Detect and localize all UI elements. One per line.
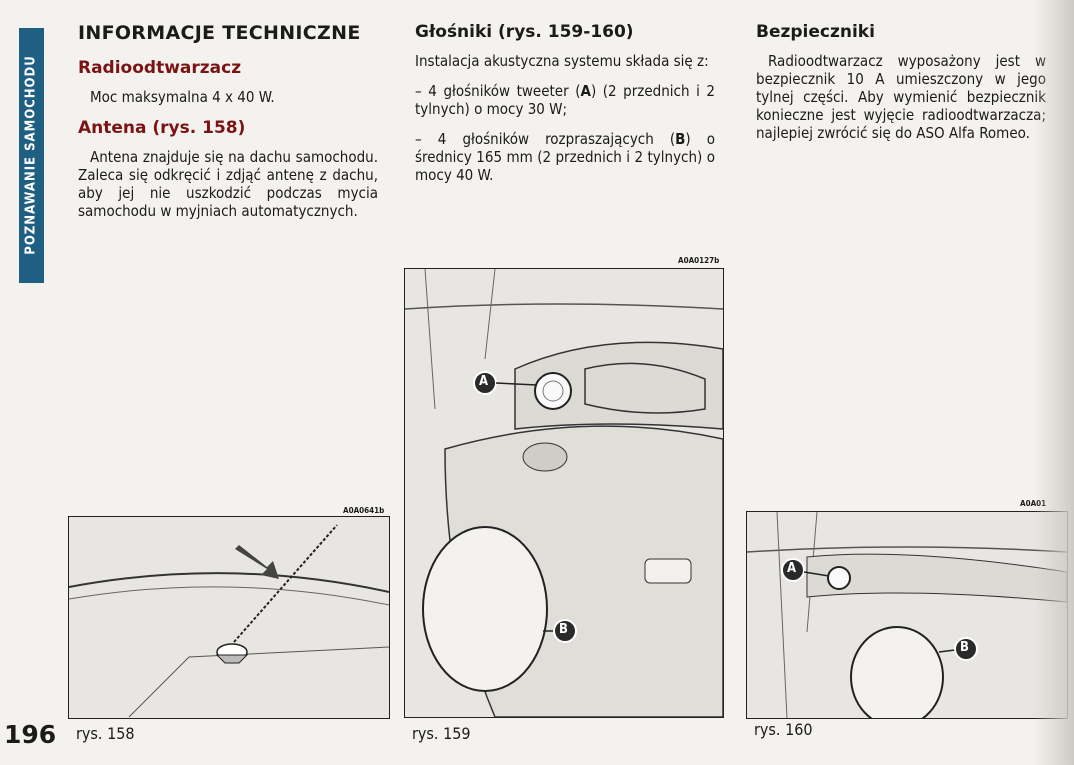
fig160-label-a: A bbox=[787, 561, 797, 576]
page-edge-shadow bbox=[1034, 0, 1074, 765]
fig158-code: A0A0641b bbox=[343, 506, 385, 515]
arrow-icon bbox=[235, 545, 279, 579]
speakers-item-tweeter: – 4 głośników tweeter (A) (2 przednich i… bbox=[415, 82, 715, 118]
radio-text: Moc maksymalna 4 x 40 W. bbox=[90, 88, 275, 106]
fig160-caption: rys. 160 bbox=[754, 720, 813, 739]
antenna-text: Antena znajduje się na dachu samochodu. … bbox=[78, 148, 378, 220]
fig159-door: A B bbox=[404, 268, 724, 718]
fig160-rear: A B bbox=[746, 511, 1068, 719]
fig159-caption: rys. 159 bbox=[412, 724, 471, 743]
speakers-intro: Instalacja akustyczna systemu składa się… bbox=[415, 52, 709, 70]
door-illustration bbox=[405, 269, 723, 717]
column-technical-info: INFORMACJE TECHNICZNE Radioodtwarzacz Mo… bbox=[78, 22, 378, 232]
section-title: POZNAWANIE SAMOCHODU bbox=[23, 55, 39, 255]
rear-illustration bbox=[747, 512, 1067, 718]
fig159-label-a: A bbox=[479, 374, 489, 389]
page-heading: INFORMACJE TECHNICZNE bbox=[78, 22, 361, 44]
fuses-heading: Bezpieczniki bbox=[756, 22, 875, 42]
fig159-code: A0A0127b bbox=[678, 256, 720, 265]
column-fuses: Bezpieczniki Radioodtwarzacz wyposażony … bbox=[756, 22, 1046, 154]
page-number: 196 bbox=[4, 720, 57, 749]
fig160-callouts bbox=[781, 558, 978, 661]
antenna-heading: Antena (rys. 158) bbox=[78, 118, 246, 138]
fig159-callouts bbox=[473, 371, 577, 643]
fig158-antenna bbox=[68, 516, 390, 719]
fig158-caption: rys. 158 bbox=[76, 724, 135, 743]
antenna-illustration bbox=[69, 524, 389, 718]
section-band bbox=[19, 28, 44, 283]
fig160-label-b: B bbox=[960, 640, 969, 655]
fig160-code: A0A01 bbox=[1020, 499, 1046, 508]
speakers-item-woofer: – 4 głośników rozpraszających (B) o śred… bbox=[415, 130, 716, 184]
sidebar: POZNAWANIE SAMOCHODU 196 bbox=[0, 0, 62, 765]
speakers-heading: Głośniki (rys. 159-160) bbox=[415, 22, 634, 42]
radio-heading: Radioodtwarzacz bbox=[78, 58, 242, 78]
fuses-text: Radioodtwarzacz wyposażony jest w bezpie… bbox=[756, 52, 1046, 142]
fig159-label-b: B bbox=[559, 622, 568, 637]
column-speakers: Głośniki (rys. 159-160) Instalacja akust… bbox=[415, 22, 715, 196]
